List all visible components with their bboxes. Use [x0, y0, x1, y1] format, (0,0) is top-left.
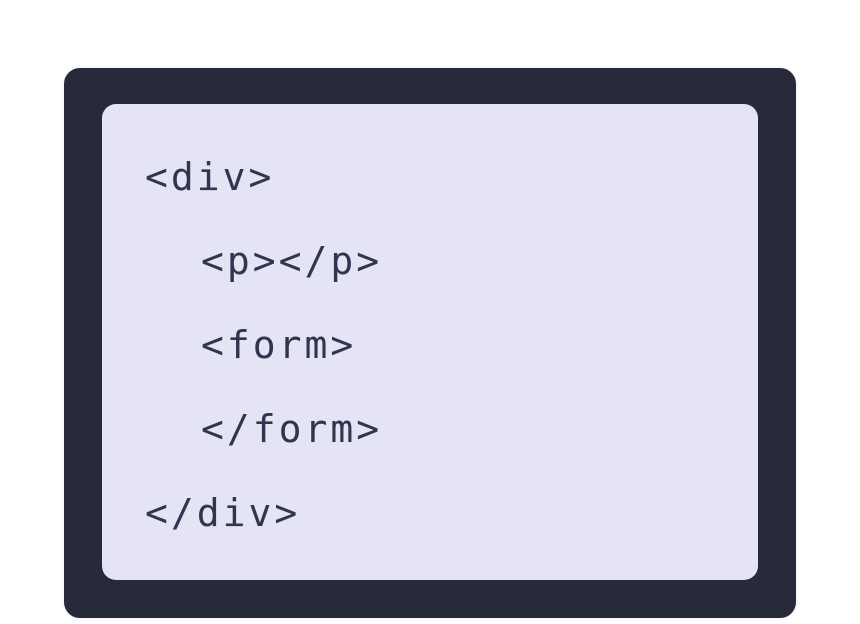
- code-line-div-close: </div>: [145, 491, 301, 535]
- code-line-form-open: <form>: [201, 323, 357, 367]
- code-line-form-close: </form>: [201, 407, 383, 451]
- code-block: <div> <p></p> <form> </form> </div>: [102, 104, 758, 555]
- code-line-div-open: <div>: [145, 155, 275, 199]
- code-window: <div> <p></p> <form> </form> </div>: [62, 66, 798, 620]
- code-line-p: <p></p>: [201, 239, 383, 283]
- code-panel: <div> <p></p> <form> </form> </div>: [102, 104, 758, 580]
